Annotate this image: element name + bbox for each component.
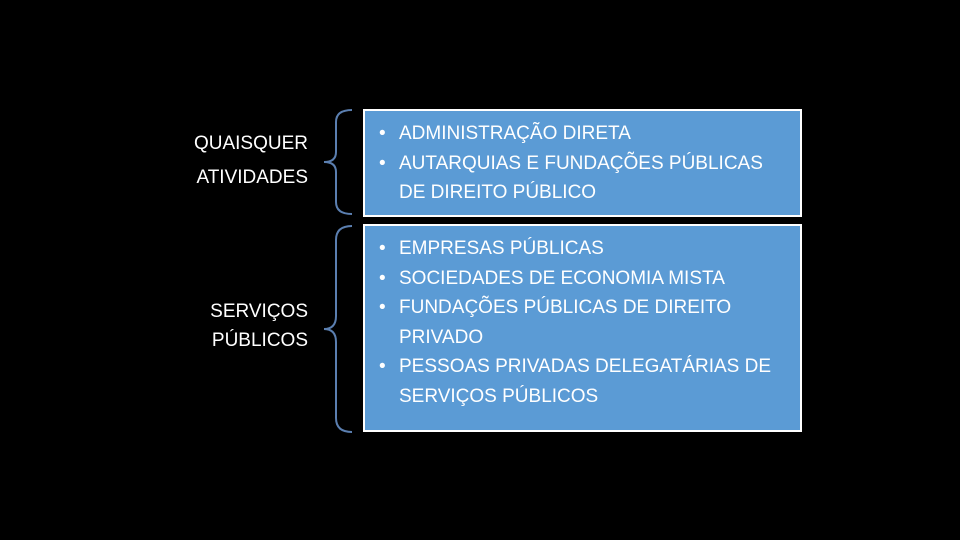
group-1-list: •ADMINISTRAÇÃO DIRETA •AUTARQUIAS E FUND…: [377, 119, 790, 208]
bullet-icon: •: [379, 356, 386, 377]
group-2-label: SERVIÇOS PÚBLICOS: [150, 297, 308, 355]
list-item: •SOCIEDADES DE ECONOMIA MISTA: [377, 264, 790, 294]
bullet-icon: •: [379, 123, 386, 144]
group-2-brace-icon: [323, 225, 353, 433]
list-item: •PESSOAS PRIVADAS DELEGATÁRIAS DE SERVIÇ…: [377, 352, 790, 411]
bullet-icon: •: [379, 152, 386, 174]
list-item: •ADMINISTRAÇÃO DIRETA: [377, 119, 790, 149]
group-1-label-line-1: QUAISQUER: [193, 133, 308, 154]
group-2-box: •EMPRESAS PÚBLICAS •SOCIEDADES DE ECONOM…: [363, 224, 802, 432]
bullet-icon: •: [379, 238, 386, 259]
group-1-label: QUAISQUER ATIVIDADES: [150, 127, 308, 195]
group-2-label-line-2: PÚBLICOS: [211, 330, 308, 351]
bullet-icon: •: [379, 267, 386, 289]
group-2-label-line-1: SERVIÇOS: [210, 301, 308, 322]
list-item: •AUTARQUIAS E FUNDAÇÕES PÚBLICAS DE DIRE…: [377, 149, 790, 208]
list-item: •EMPRESAS PÚBLICAS: [377, 234, 790, 264]
group-1-brace-icon: [323, 109, 353, 215]
bullet-icon: •: [379, 297, 386, 318]
group-1-box: •ADMINISTRAÇÃO DIRETA •AUTARQUIAS E FUND…: [363, 109, 802, 217]
group-1-label-line-2: ATIVIDADES: [196, 167, 308, 188]
group-2-list: •EMPRESAS PÚBLICAS •SOCIEDADES DE ECONOM…: [377, 234, 790, 411]
list-item: •FUNDAÇÕES PÚBLICAS DE DIREITO PRIVADO: [377, 293, 790, 352]
